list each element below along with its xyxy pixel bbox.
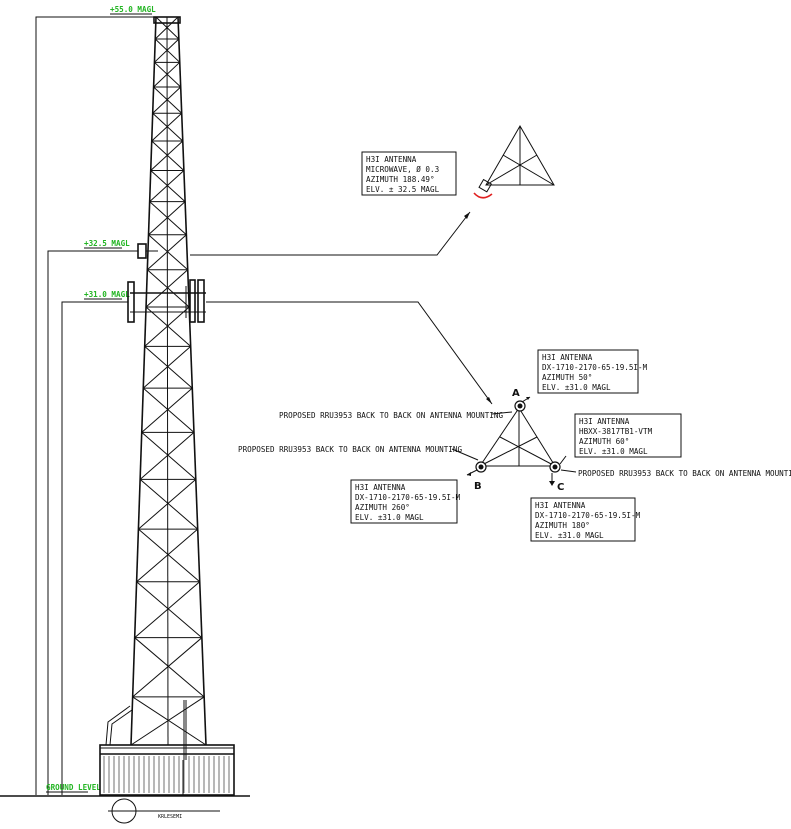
- brace-diagonal: [145, 269, 189, 308]
- sector-b-label-box: [350, 479, 458, 524]
- ground-level-label: GROUND LEVEL: [46, 783, 101, 792]
- brace-diagonal: [149, 170, 185, 203]
- base-hatch: [103, 756, 230, 793]
- brace-diagonal: [148, 201, 186, 236]
- brace-diagonal: [155, 16, 180, 40]
- rru-note-b: PROPOSED RRU3953 BACK TO BACK ON ANTENNA…: [238, 445, 462, 454]
- brace-diagonal: [138, 478, 197, 530]
- brace-diagonal: [141, 387, 193, 433]
- antenna-center: [189, 279, 196, 323]
- brace-diagonal: [136, 581, 203, 639]
- brace-diagonal: [139, 478, 199, 530]
- sector-a-line4: ELV. ±31.0 MAGL: [542, 383, 611, 392]
- brace-diagonal: [154, 38, 181, 63]
- brace-diagonal: [144, 346, 193, 389]
- sector-antenna-a: [514, 396, 531, 412]
- brace-diagonal: [144, 306, 190, 347]
- sector-c-line1: H3I ANTENNA: [535, 501, 586, 510]
- brace-diagonal: [146, 234, 187, 271]
- sector-b-line4: ELV. ±31.0 MAGL: [355, 513, 424, 522]
- leader-lines: [190, 211, 493, 405]
- sector-c-letter: C: [557, 482, 564, 493]
- level-top-label: +55.0 MAGL: [110, 5, 156, 14]
- brace-diagonal: [138, 528, 201, 583]
- sector-a-label-box: [537, 349, 639, 394]
- sector-a2-label-box: [574, 413, 682, 458]
- sector-antenna-b: [466, 461, 487, 476]
- brace-diagonal: [152, 86, 182, 114]
- tower-base-shelter: [99, 744, 235, 796]
- sector-c-line4: ELV. ±31.0 MAGL: [535, 531, 604, 540]
- brace-diagonal: [134, 637, 205, 698]
- brace-diagonal: [154, 61, 182, 88]
- microwave-plan-dish: [478, 178, 493, 193]
- brace-diagonal: [150, 140, 184, 171]
- brace-diagonal: [136, 528, 199, 583]
- base-note: KRLESEMI: [158, 814, 182, 820]
- brace-diagonal: [148, 234, 189, 271]
- brace-diagonal: [149, 201, 187, 236]
- microwave-dish: [137, 243, 147, 259]
- sector-a2-line1: H3I ANTENNA: [579, 417, 630, 426]
- lattice-tower: KRLESEMI: [99, 16, 235, 824]
- brace-diagonal: [141, 432, 197, 480]
- sector-c-line3: AZIMUTH 180°: [535, 521, 590, 530]
- microwave-label-box: [361, 151, 457, 196]
- level-microwave-label: +32.5 MAGL: [84, 239, 130, 248]
- brace-diagonal: [152, 112, 184, 142]
- sector-b-letter: B: [474, 481, 482, 492]
- brace-diagonal: [134, 581, 201, 639]
- brace-diagonal: [132, 637, 203, 698]
- sector-b-line1: H3I ANTENNA: [355, 483, 406, 492]
- brace-diagonal: [145, 306, 191, 347]
- brace-diagonal: [130, 696, 205, 746]
- brace-diagonal: [142, 346, 191, 389]
- sector-a-line2: DX-1710-2170-65-19.5I-M: [542, 363, 648, 372]
- brace-diagonal: [142, 387, 195, 433]
- brace-diagonal: [151, 140, 185, 171]
- sector-a-line1: H3I ANTENNA: [542, 353, 593, 362]
- microwave-plan-view: H3I ANTENNA MICROWAVE, Ø 0.3 AZIMUTH 188…: [361, 124, 555, 199]
- microwave-azimuth-marker: [473, 192, 493, 199]
- antenna-left: [127, 281, 135, 323]
- rru-note-c: PROPOSED RRU3953 BACK TO BACK ON ANTENNA…: [578, 469, 791, 478]
- sector-c-label-box: [530, 497, 636, 542]
- brace-diagonal: [151, 112, 183, 142]
- antenna-right: [197, 279, 205, 323]
- microwave-label-line3: AZIMUTH 188.49°: [366, 175, 435, 184]
- tower-bracing: [130, 16, 207, 746]
- brace-diagonal: [153, 61, 181, 88]
- sector-a2-line3: AZIMUTH 60°: [579, 437, 629, 446]
- sector-a-letter: A: [512, 388, 520, 399]
- brace-diagonal: [153, 86, 183, 114]
- brace-diagonal: [139, 432, 195, 480]
- brace-diagonal: [132, 696, 207, 746]
- brace-diagonal: [154, 38, 180, 63]
- level-dimension-lines: +55.0 MAGL +32.5 MAGL +31.0 MAGL GROUND …: [0, 5, 250, 797]
- brace-diagonal: [154, 16, 179, 40]
- sector-b-line3: AZIMUTH 260°: [355, 503, 410, 512]
- rru-note-a: PROPOSED RRU3953 BACK TO BACK ON ANTENNA…: [279, 411, 503, 420]
- sector-a-line3: AZIMUTH 50°: [542, 373, 592, 382]
- microwave-label-line1: H3I ANTENNA: [366, 155, 417, 164]
- sector-antenna-c: [549, 455, 567, 486]
- brace-diagonal: [150, 170, 186, 203]
- level-sector-label: +31.0 MAGL: [84, 290, 130, 299]
- sector-a2-line2: HBXX-3817TB1-VTM: [579, 427, 653, 436]
- sector-c-line2: DX-1710-2170-65-19.5I-M: [535, 511, 641, 520]
- microwave-label-line2: MICROWAVE, Ø 0.3: [366, 165, 439, 174]
- sector-a2-line4: ELV. ±31.0 MAGL: [579, 447, 648, 456]
- sector-plan-view: A B C PROPOSED RRU3953 BACK TO BACK ON A…: [238, 349, 791, 542]
- sector-b-line2: DX-1710-2170-65-19.5I-M: [355, 493, 461, 502]
- brace-diagonal: [146, 269, 190, 308]
- microwave-label-line4: ELV. ± 32.5 MAGL: [366, 185, 440, 194]
